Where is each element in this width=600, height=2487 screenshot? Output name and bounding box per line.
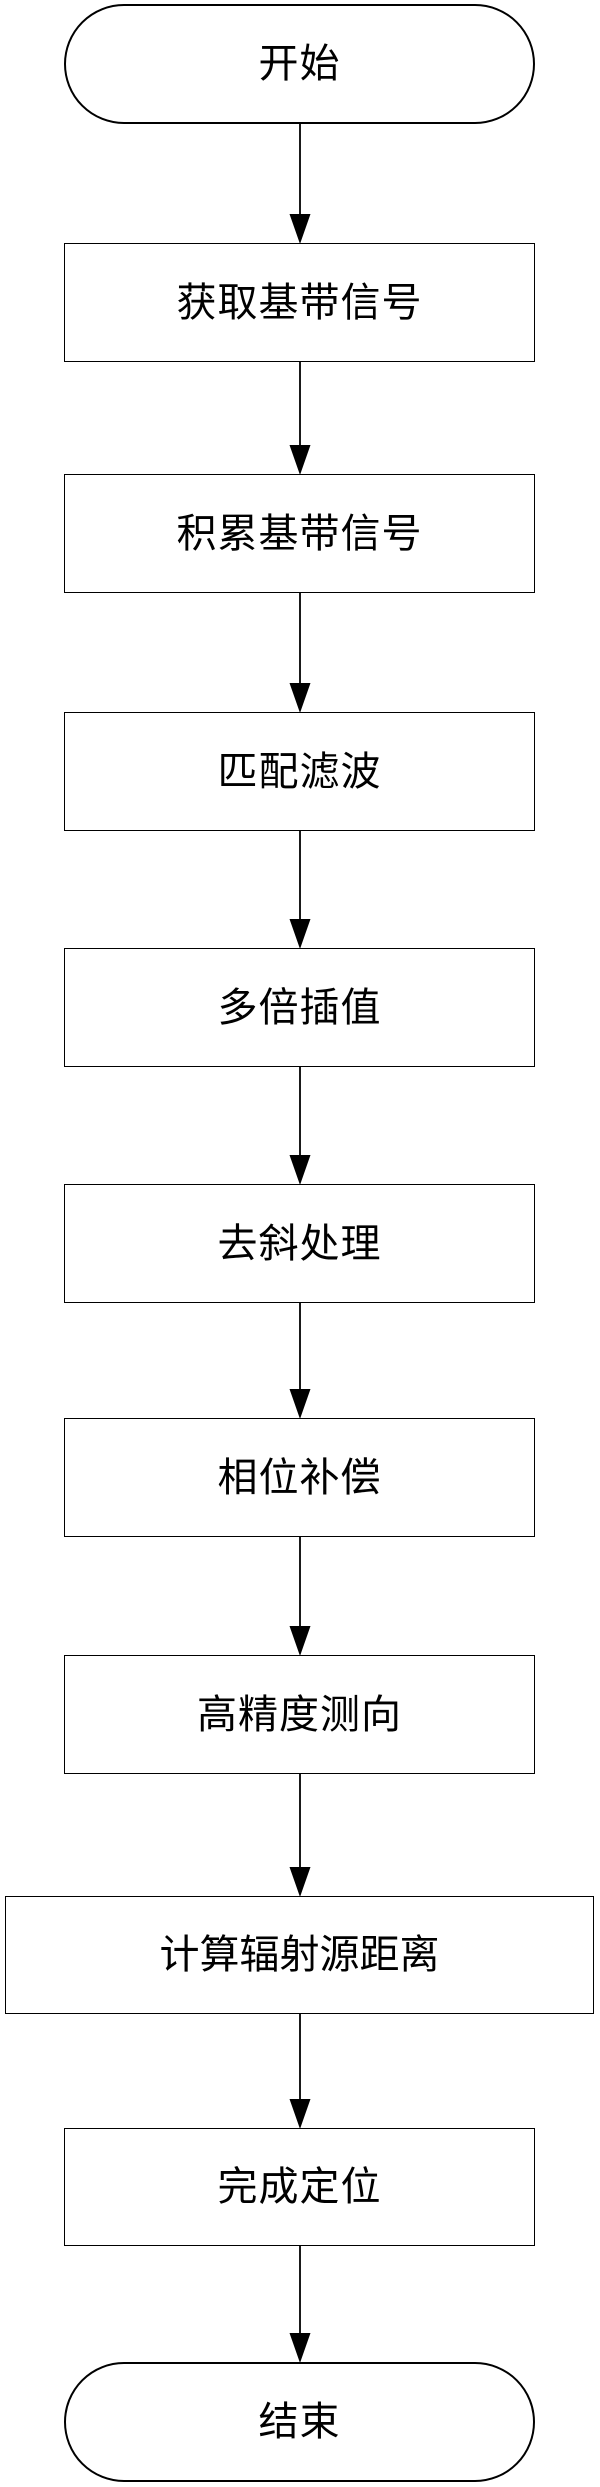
node-high-precision-direction-finding-label: 高精度测向 [197,1691,402,1738]
flow-arrow [289,1067,311,1185]
node-high-precision-direction-finding[interactable]: 高精度测向 [64,1655,535,1774]
node-start-label: 开始 [258,41,341,87]
node-multirate-interpolation-label: 多倍插值 [217,984,382,1031]
flow-arrow [289,831,311,949]
node-compute-emitter-distance[interactable]: 计算辐射源距离 [5,1896,594,2014]
flow-arrow [289,1303,311,1419]
node-complete-positioning[interactable]: 完成定位 [64,2128,535,2246]
flow-arrow [289,593,311,713]
node-dechirp-processing-label: 去斜处理 [217,1220,382,1267]
node-accumulate-baseband-signal[interactable]: 积累基带信号 [64,474,535,593]
node-matched-filtering-label: 匹配滤波 [217,748,382,795]
flow-arrow [289,1537,311,1656]
node-complete-positioning-label: 完成定位 [217,2164,382,2210]
node-end[interactable]: 结束 [64,2362,535,2482]
node-acquire-baseband-signal-label: 获取基带信号 [176,279,423,326]
node-phase-compensation-label: 相位补偿 [217,1454,382,1501]
node-dechirp-processing[interactable]: 去斜处理 [64,1184,535,1303]
node-acquire-baseband-signal[interactable]: 获取基带信号 [64,243,535,362]
flow-arrow [289,124,311,244]
flow-arrow [289,2014,311,2129]
node-multirate-interpolation[interactable]: 多倍插值 [64,948,535,1067]
node-end-label: 结束 [258,2399,341,2445]
flow-arrow [289,362,311,475]
node-phase-compensation[interactable]: 相位补偿 [64,1418,535,1537]
flow-arrow [289,1774,311,1897]
node-accumulate-baseband-signal-label: 积累基带信号 [176,510,423,557]
node-start[interactable]: 开始 [64,4,535,124]
flow-arrow [289,2246,311,2363]
node-compute-emitter-distance-label: 计算辐射源距离 [159,1932,440,1978]
node-matched-filtering[interactable]: 匹配滤波 [64,712,535,831]
